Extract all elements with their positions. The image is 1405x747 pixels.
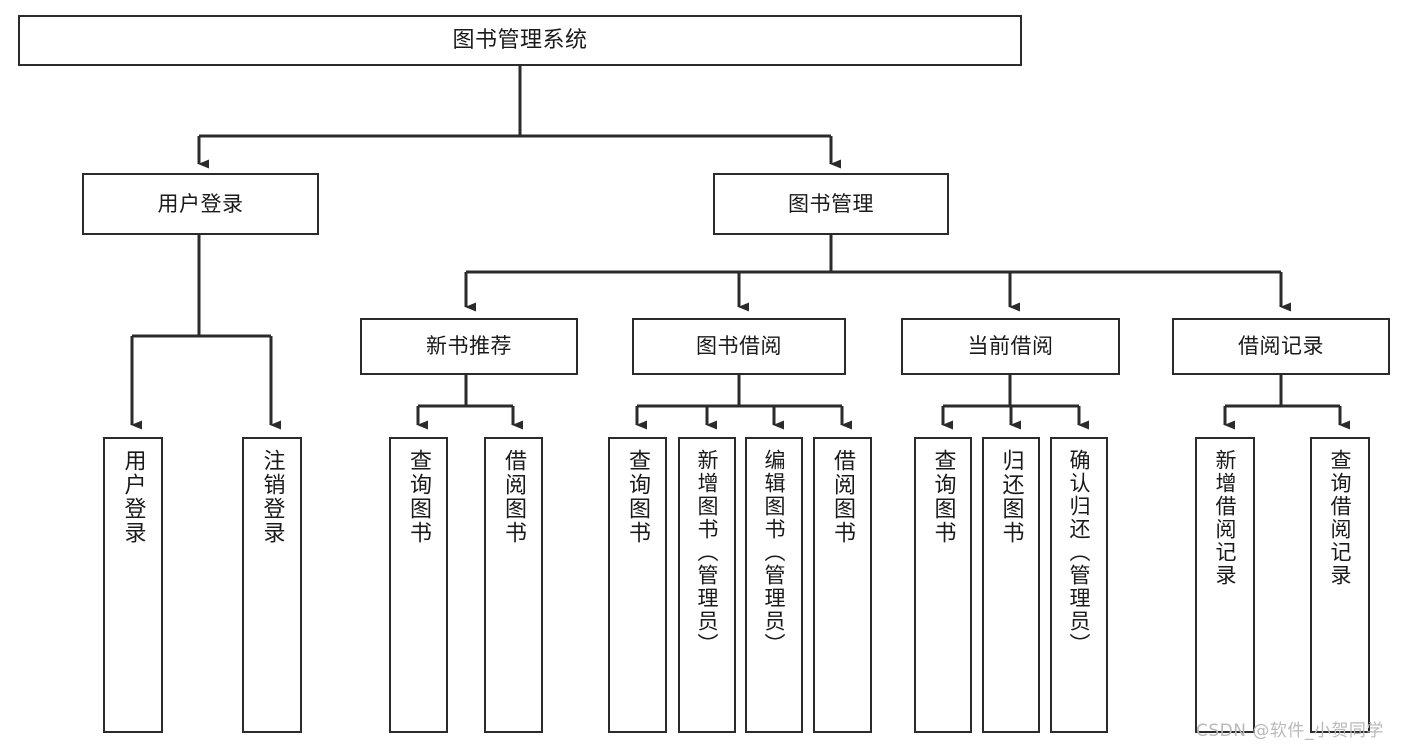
leaf-book-borrow-borrow[interactable]: 借阅图书 [813, 437, 872, 733]
leaf-user-login-login[interactable]: 用户登录 [103, 437, 163, 733]
watermark-text: CSDN @软件_小贺同学 [1196, 721, 1384, 741]
node-borrow-record[interactable]: 借阅记录 [1172, 318, 1390, 375]
node-label: 新书推荐 [426, 334, 512, 359]
leaf-new-book-query[interactable]: 查询图书 [389, 437, 448, 733]
leaf-current-borrow-return[interactable]: 归还图书 [982, 437, 1040, 733]
leaf-book-borrow-query[interactable]: 查询图书 [608, 437, 667, 733]
node-label: 编辑图书（管理员） [762, 449, 787, 656]
node-label: 用户登录 [157, 191, 244, 216]
node-label: 查询图书 [930, 449, 956, 545]
node-user-login[interactable]: 用户登录 [82, 173, 319, 235]
node-label: 借阅图书 [501, 449, 527, 545]
node-label: 查询图书 [625, 449, 651, 545]
leaf-current-borrow-confirm-return[interactable]: 确认归还（管理员） [1050, 437, 1108, 733]
leaf-user-login-logout[interactable]: 注销登录 [242, 437, 302, 733]
leaf-borrow-record-add[interactable]: 新增借阅记录 [1195, 437, 1255, 733]
node-new-book-recommend[interactable]: 新书推荐 [360, 318, 578, 375]
node-label: 图书管理系统 [452, 27, 588, 53]
node-label: 归还图书 [998, 449, 1024, 545]
node-current-borrow[interactable]: 当前借阅 [901, 318, 1120, 375]
node-book-management[interactable]: 图书管理 [713, 173, 949, 235]
node-label: 借阅记录 [1238, 334, 1324, 359]
node-label: 注销登录 [259, 449, 285, 545]
node-label: 查询借阅记录 [1328, 449, 1353, 587]
leaf-borrow-record-query[interactable]: 查询借阅记录 [1310, 437, 1370, 733]
leaf-current-borrow-query[interactable]: 查询图书 [914, 437, 972, 733]
node-label: 查询图书 [406, 449, 432, 545]
node-label: 图书管理 [788, 191, 874, 216]
node-label: 确认归还（管理员） [1067, 449, 1092, 656]
node-book-borrow[interactable]: 图书借阅 [632, 318, 846, 375]
node-label: 用户登录 [120, 449, 146, 545]
node-root-system[interactable]: 图书管理系统 [18, 15, 1022, 66]
leaf-new-book-borrow[interactable]: 借阅图书 [484, 437, 543, 733]
node-label: 新增图书（管理员） [695, 449, 720, 656]
leaf-book-borrow-add[interactable]: 新增图书（管理员） [678, 437, 736, 733]
leaf-book-borrow-edit[interactable]: 编辑图书（管理员） [745, 437, 803, 733]
node-label: 新增借阅记录 [1213, 449, 1238, 587]
node-label: 借阅图书 [830, 449, 856, 545]
node-label: 图书借阅 [696, 334, 782, 359]
node-label: 当前借阅 [967, 334, 1054, 359]
